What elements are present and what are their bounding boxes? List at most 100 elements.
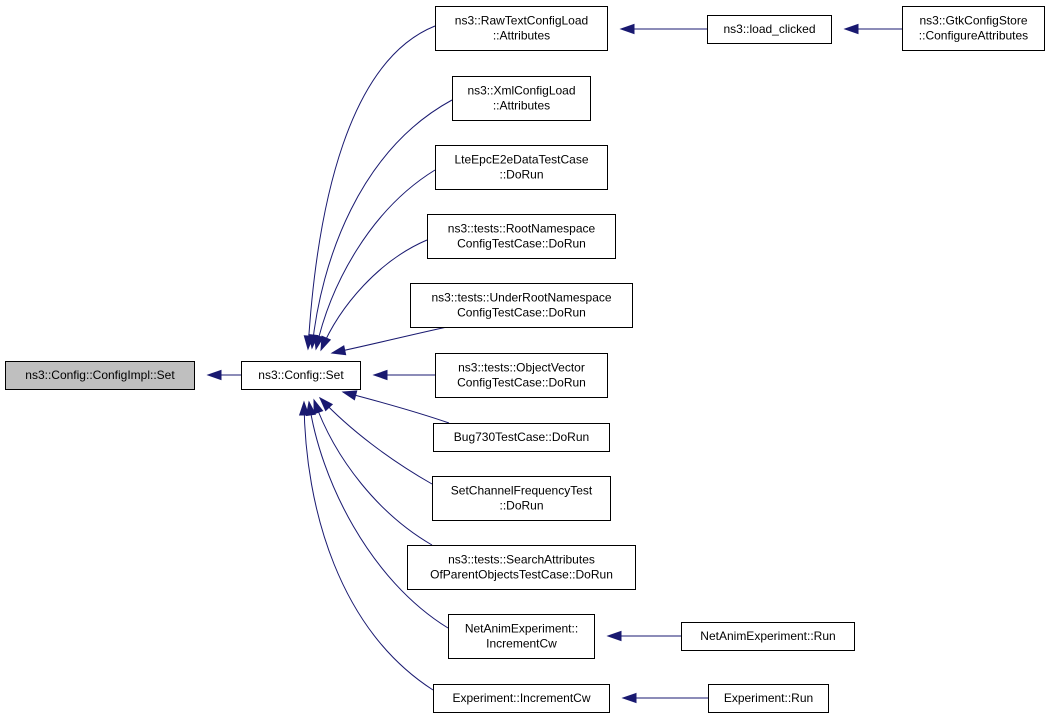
node-under-root-ns-doRun[interactable]: ns3::tests::UnderRootNamespaceConfigTest… <box>410 283 633 328</box>
node-label: ns3::GtkConfigStore <box>919 14 1027 28</box>
node-xml-attributes[interactable]: ns3::XmlConfigLoad::Attributes <box>452 76 591 121</box>
edge-experiment-increment-to-config-set <box>298 400 434 691</box>
node-label: Experiment::Run <box>724 691 813 705</box>
node-label: Bug730TestCase::DoRun <box>454 430 589 444</box>
edge-search-attr-doRun-to-config-set <box>313 398 433 546</box>
node-label: ConfigTestCase::DoRun <box>457 306 586 320</box>
arrowhead-icon <box>206 369 222 381</box>
arrowhead-icon <box>341 390 358 401</box>
node-label: ns3::tests::UnderRootNamespace <box>431 291 611 305</box>
node-label: ::Attributes <box>493 29 550 43</box>
edges-layer <box>206 23 902 704</box>
node-label: LteEpcE2eDataTestCase <box>454 153 588 167</box>
edge-netanim-increment-to-config-set <box>305 400 449 629</box>
node-box <box>427 214 616 259</box>
edge-load-clicked-to-rawtext-attributes <box>619 23 707 35</box>
node-set-channel-doRun[interactable]: SetChannelFrequencyTest::DoRun <box>432 476 611 521</box>
node-label: ::ConfigureAttributes <box>919 29 1028 43</box>
arrowhead-icon <box>606 630 622 642</box>
edge-line <box>319 397 433 485</box>
node-label: ns3::Config::Set <box>258 368 344 382</box>
node-box <box>681 622 855 651</box>
node-label: SetChannelFrequencyTest <box>451 484 593 498</box>
edge-line <box>307 25 436 350</box>
node-experiment-run[interactable]: Experiment::Run <box>708 684 829 713</box>
arrowhead-icon <box>298 400 310 416</box>
node-box <box>432 476 611 521</box>
node-box <box>902 6 1045 51</box>
node-label: ns3::XmlConfigLoad <box>467 84 575 98</box>
node-box <box>5 361 195 390</box>
node-label: ns3::load_clicked <box>723 22 815 36</box>
node-label: Experiment::IncrementCw <box>452 691 590 705</box>
edge-netanim-run-to-netanim-increment <box>606 630 681 642</box>
edge-line <box>331 326 448 354</box>
node-box <box>452 76 591 121</box>
node-label: ns3::tests::SearchAttributes <box>448 553 595 567</box>
edge-gtk-configure-to-load-clicked <box>843 23 902 35</box>
node-gtk-configure[interactable]: ns3::GtkConfigStore::ConfigureAttributes <box>902 6 1045 51</box>
node-box <box>708 684 829 713</box>
arrowhead-icon <box>619 23 635 35</box>
edge-under-root-ns-doRun-to-config-set <box>330 326 448 356</box>
node-box <box>433 684 610 713</box>
edge-line <box>311 99 453 349</box>
arrowhead-icon <box>313 398 324 415</box>
nodes-layer: ns3::Config::ConfigImpl::Set ns3::Config:… <box>5 6 1045 713</box>
node-search-attr-doRun[interactable]: ns3::tests::SearchAttributesOfParentObje… <box>407 545 636 590</box>
node-label: ::DoRun <box>499 168 543 182</box>
node-box <box>407 545 636 590</box>
node-root-ns-doRun[interactable]: ns3::tests::RootNamespaceConfigTestCase:… <box>427 214 616 259</box>
node-box <box>707 15 832 44</box>
edge-line <box>315 169 436 350</box>
node-box <box>435 6 608 51</box>
edge-root-ns-doRun-to-config-set <box>320 239 428 352</box>
node-config-impl-set[interactable]: ns3::Config::ConfigImpl::Set <box>5 361 195 390</box>
edge-set-channel-doRun-to-config-set <box>318 396 433 485</box>
node-box <box>410 283 633 328</box>
node-label: ns3::RawTextConfigLoad <box>455 14 588 28</box>
arrowhead-icon <box>330 345 347 356</box>
arrowhead-icon <box>305 400 317 417</box>
edge-line <box>308 401 449 629</box>
node-label: OfParentObjectsTestCase::DoRun <box>430 568 613 582</box>
node-label: NetAnimExperiment::Run <box>700 629 835 643</box>
node-label: NetAnimExperiment:: <box>465 622 578 636</box>
node-object-vector-doRun[interactable]: ns3::tests::ObjectVectorConfigTestCase::… <box>435 353 608 398</box>
edge-line <box>313 399 433 546</box>
node-netanim-increment[interactable]: NetAnimExperiment::IncrementCw <box>448 614 595 659</box>
node-label: ns3::tests::RootNamespace <box>448 222 596 236</box>
node-box <box>435 145 608 190</box>
node-box <box>433 423 610 452</box>
arrowhead-icon <box>320 335 332 352</box>
arrowhead-icon <box>318 396 334 412</box>
node-label: ns3::Config::ConfigImpl::Set <box>25 368 175 382</box>
edge-object-vector-doRun-to-config-set <box>372 369 435 381</box>
arrowhead-icon <box>843 23 859 35</box>
node-box <box>241 361 361 390</box>
node-label: ::Attributes <box>493 99 550 113</box>
edge-line <box>342 391 450 424</box>
arrowhead-icon <box>313 334 325 351</box>
arrowhead-icon <box>621 692 637 704</box>
node-netanim-run[interactable]: NetAnimExperiment::Run <box>681 622 855 651</box>
node-label: ConfigTestCase::DoRun <box>457 237 586 251</box>
node-box <box>448 614 595 659</box>
node-bug730-doRun[interactable]: Bug730TestCase::DoRun <box>433 423 610 452</box>
node-rawtext-attributes[interactable]: ns3::RawTextConfigLoad::Attributes <box>435 6 608 51</box>
node-lte-doRun[interactable]: LteEpcE2eDataTestCase::DoRun <box>435 145 608 190</box>
edge-bug730-doRun-to-config-set <box>341 390 450 424</box>
node-label: ::DoRun <box>499 499 543 513</box>
edge-line <box>320 239 428 351</box>
node-box <box>435 353 608 398</box>
arrowhead-icon <box>372 369 388 381</box>
edge-line <box>303 401 434 691</box>
edge-config-set-to-config-impl-set <box>206 369 241 381</box>
edge-experiment-run-to-experiment-increment <box>621 692 708 704</box>
node-config-set[interactable]: ns3::Config::Set <box>241 361 361 390</box>
node-label: ns3::tests::ObjectVector <box>458 361 585 375</box>
node-label: ConfigTestCase::DoRun <box>457 376 586 390</box>
node-load-clicked[interactable]: ns3::load_clicked <box>707 15 832 44</box>
node-experiment-increment[interactable]: Experiment::IncrementCw <box>433 684 610 713</box>
